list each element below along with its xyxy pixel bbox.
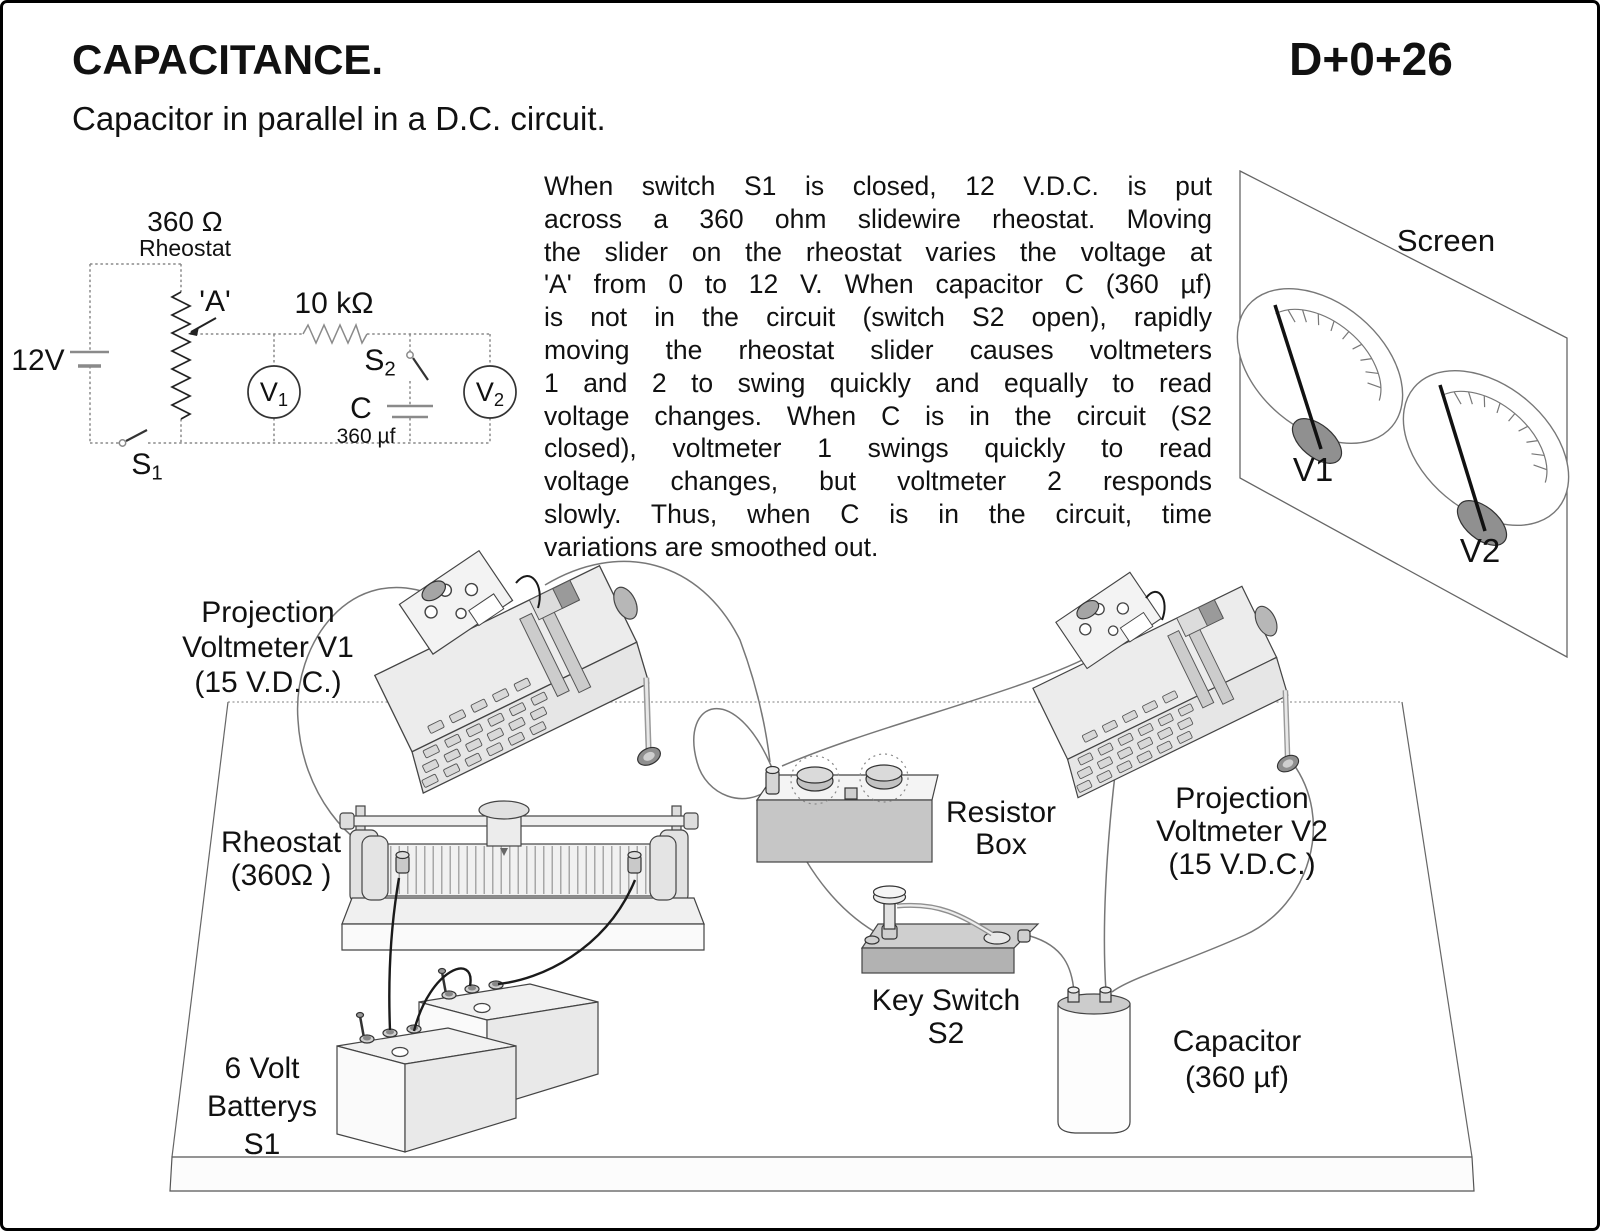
- schematic-voltmeter2-label: V2: [476, 377, 504, 411]
- page-subtitle: Capacitor in parallel in a D.C. circuit.: [72, 100, 606, 137]
- label-line: S1: [243, 1128, 281, 1161]
- description-line: When switch S1 is closed, 12 V.D.C. is p…: [544, 171, 1212, 201]
- description-line: is not in the circuit (switch S2 open), …: [544, 302, 1212, 333]
- schematic-series-resistor: 10 kΩ: [294, 287, 374, 320]
- schematic-drawing: [70, 263, 517, 447]
- voltmeter1-sub: 1: [277, 389, 289, 411]
- switch1-sub: 1: [151, 462, 163, 485]
- schematic-rheostat-value: 360 Ω: [147, 206, 223, 237]
- label-line: Rheostat: [220, 826, 342, 859]
- schematic-tap-label: 'A': [199, 285, 231, 318]
- voltmeter2-base: V: [475, 377, 494, 407]
- key-switch-drawing: [860, 885, 1040, 974]
- label-resistor-box: Resistor Box: [946, 797, 1056, 861]
- page-title: CAPACITANCE.: [72, 36, 384, 83]
- label-line: (360 µf): [1185, 1061, 1289, 1094]
- label-line: Box: [975, 828, 1027, 861]
- label-line: Voltmeter V2: [1156, 815, 1328, 848]
- meter-v1-needle: [1273, 304, 1323, 450]
- voltmeter1-base: V: [259, 377, 278, 407]
- schematic-source-voltage: 12V: [11, 344, 65, 377]
- schematic-capacitor-value: 360 µf: [336, 425, 396, 448]
- label-line: Projection: [1175, 782, 1309, 815]
- description-line: voltage changes, but voltmeter 2 respond…: [544, 466, 1212, 497]
- description-line: 1 and 2 to swing quickly and equally to …: [544, 367, 1212, 398]
- voltmeter2-sub: 2: [493, 389, 505, 411]
- schematic-voltmeter1-label: V1: [260, 377, 288, 411]
- schematic-capacitor-label: C: [350, 392, 372, 425]
- label-projection-voltmeter-v1: Projection Voltmeter V1 (15 V.D.C.): [182, 595, 354, 700]
- schematic-switch1-label: S1: [131, 448, 162, 486]
- screen-label: Screen: [1396, 223, 1496, 258]
- label-batteries: 6 Volt Batterys S1: [207, 1050, 317, 1164]
- description-line: closed), voltmeter 1 swings quickly to r…: [544, 433, 1212, 464]
- label-rheostat: Rheostat (360Ω ): [221, 826, 341, 892]
- meter-v2-needle: [1438, 384, 1487, 532]
- description-line: slowly. Thus, when C is in the circuit, …: [544, 498, 1212, 529]
- battery-drawing: [336, 967, 599, 1153]
- schematic-rheostat-name: Rheostat: [138, 235, 232, 261]
- screen-drawing: [1206, 169, 1600, 659]
- label-line: Resistor: [945, 796, 1057, 829]
- label-line: Projection: [201, 596, 335, 629]
- label-projection-voltmeter-v2: Projection Voltmeter V2 (15 V.D.C.): [1156, 782, 1328, 881]
- label-line: S2: [927, 1017, 965, 1050]
- label-line: (15 V.D.C.): [1168, 848, 1316, 881]
- description-line: 'A' from 0 to 12 V. When capacitor C (36…: [544, 269, 1212, 300]
- label-line: (360Ω ): [230, 859, 332, 892]
- label-capacitor: Capacitor (360 µf): [1173, 1024, 1301, 1096]
- label-line: Key Switch: [871, 984, 1021, 1017]
- capacitor-drawing: [1057, 986, 1131, 1134]
- description-text: When switch S1 is closed, 12 V.D.C. is p…: [544, 170, 1212, 564]
- label-line: 6 Volt: [224, 1052, 300, 1085]
- switch2-base: S: [364, 344, 385, 377]
- switch1-base: S: [131, 448, 152, 481]
- label-line: Capacitor: [1172, 1025, 1302, 1058]
- description-line: the slider on the rheostat varies the vo…: [544, 236, 1212, 267]
- screen-meter2-label: V2: [1459, 532, 1501, 569]
- label-line: Voltmeter V1: [182, 631, 354, 664]
- label-line: Batterys: [206, 1090, 318, 1123]
- label-line: (15 V.D.C.): [194, 666, 342, 699]
- description-line: across a 360 ohm slidewire rheostat. Mov…: [544, 203, 1212, 234]
- rheostat-drawing: [339, 800, 705, 951]
- description-line: variations are smoothed out.: [544, 531, 879, 562]
- screen-meter1-label: V1: [1292, 451, 1334, 488]
- dark-wires: [388, 575, 1166, 1032]
- description-line: moving the rheostat slider causes voltme…: [544, 334, 1212, 365]
- description-line: voltage changes. When C is in the circui…: [544, 400, 1212, 431]
- resistor-box-drawing: [755, 753, 939, 863]
- label-key-switch: Key Switch S2: [872, 984, 1020, 1050]
- schematic-switch2-label: S2: [364, 344, 395, 382]
- switch2-sub: 2: [384, 358, 396, 381]
- catalog-code: D+0+26: [1289, 33, 1453, 85]
